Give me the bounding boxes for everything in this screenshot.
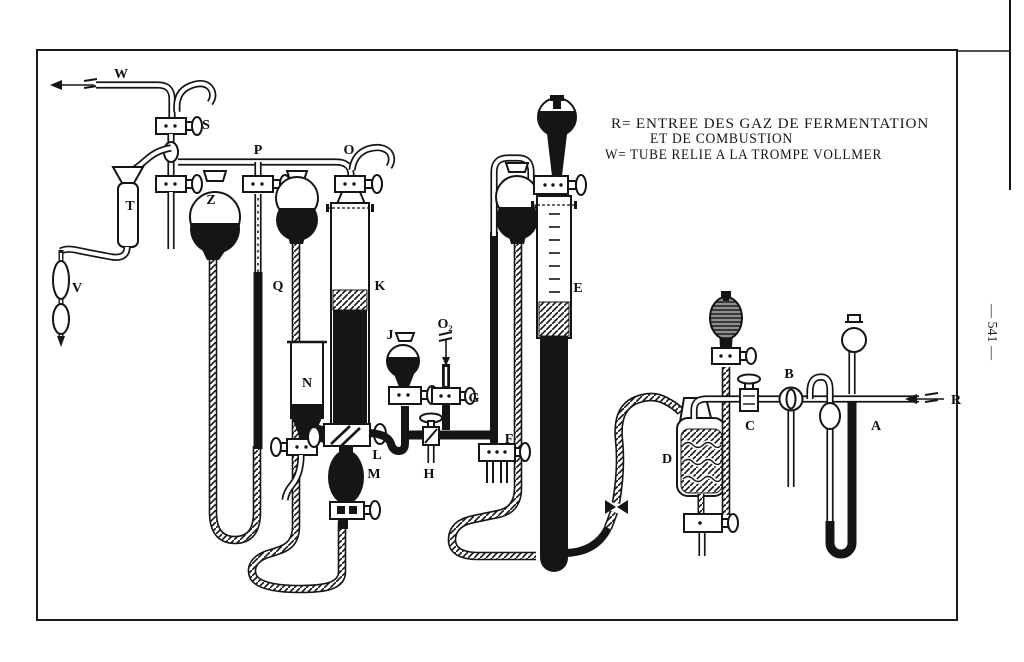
w-outlet [50, 78, 213, 118]
label-z: Z [206, 193, 215, 208]
flask-j [386, 332, 438, 405]
label-h: H [424, 467, 435, 482]
manometer-a [810, 314, 867, 559]
label-v: V [72, 281, 82, 296]
w-arrow-icon [50, 80, 62, 90]
stopcock-s [155, 116, 203, 136]
label-c: C [745, 419, 755, 434]
stopcock-below-s [155, 174, 203, 194]
ball-valve-b [778, 386, 804, 488]
label-n: N [302, 376, 312, 391]
manifold [368, 406, 497, 456]
burette-e [531, 95, 587, 572]
label-b: B [784, 367, 793, 382]
figure-border [36, 49, 958, 621]
label-m: M [367, 467, 380, 482]
label-l: L [372, 448, 381, 463]
e-bottom-right-tube [565, 526, 612, 557]
label-a: A [871, 419, 882, 434]
stopcock-f [478, 232, 531, 483]
r-inlet [905, 392, 944, 404]
legend-line-1: R= ENTREE DES GAZ DE FERMENTATION [611, 116, 929, 132]
component-labels: W S T V Z P Q O K N J L M H O₂ G F E D C… [72, 67, 962, 482]
label-t: T [125, 199, 135, 214]
wash-bottle-d [676, 291, 757, 556]
label-d: D [662, 452, 672, 467]
flask-middle [275, 170, 319, 244]
legend: R= ENTREE DES GAZ DE FERMENTATION ET DE … [605, 116, 929, 163]
label-o2: O₂ [437, 317, 452, 332]
label-q: Q [273, 279, 284, 294]
stopcock-c [737, 373, 761, 412]
r-arrow-icon [905, 394, 917, 404]
label-g: G [469, 391, 480, 406]
flask-z [189, 170, 241, 260]
vessel-v [52, 250, 70, 347]
flask-companion [495, 162, 539, 244]
valve-h [419, 412, 443, 464]
label-p: P [254, 143, 263, 158]
label-w: W [114, 67, 128, 82]
bulb-m [328, 446, 381, 529]
e-graduations [549, 213, 560, 293]
label-e: E [573, 281, 582, 296]
hatched-tubes [213, 244, 681, 589]
legend-line-3: W= TUBE RELIE A LA TROMPE VOLLMER [605, 147, 882, 163]
vessel-t [61, 166, 145, 257]
column-k [326, 191, 374, 427]
pinch-valve [605, 500, 628, 514]
label-k: K [375, 279, 386, 294]
oxygen-inlet-g [431, 331, 476, 430]
label-o: O [344, 143, 355, 158]
legend-line-2: ET DE COMBUSTION [650, 131, 793, 147]
label-f: F [505, 432, 514, 447]
label-s: S [202, 118, 210, 133]
stopcock-o [334, 174, 383, 194]
cylinder-n [270, 340, 331, 500]
label-r: R [951, 393, 962, 408]
label-j: J [387, 328, 394, 343]
page-number: — 541 — [984, 303, 999, 361]
